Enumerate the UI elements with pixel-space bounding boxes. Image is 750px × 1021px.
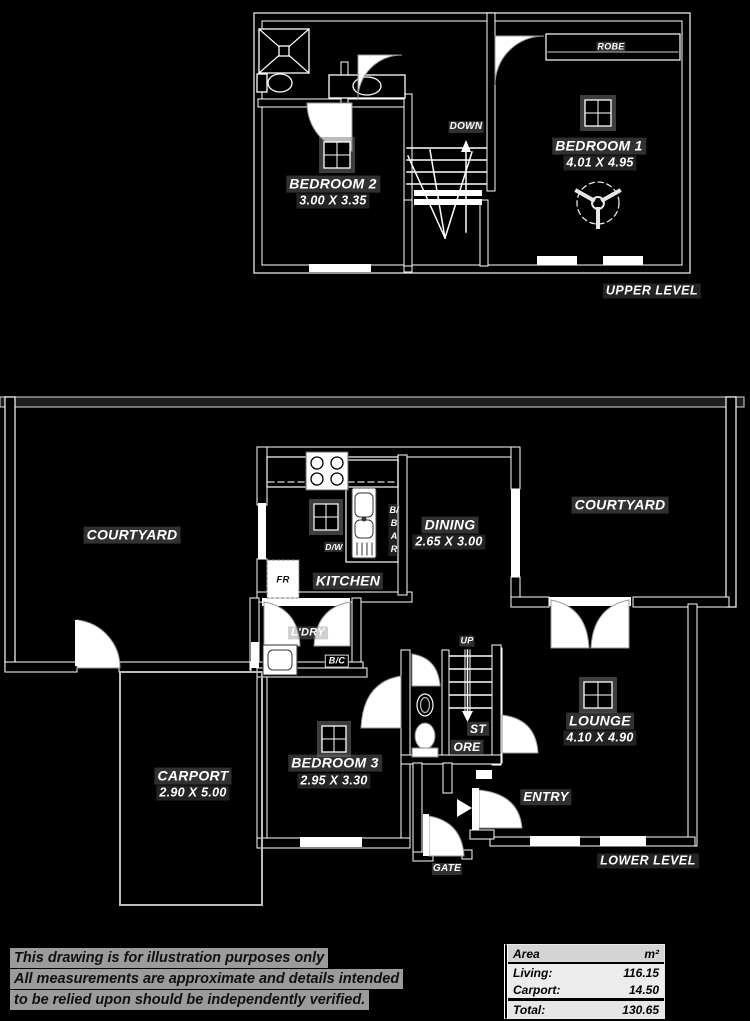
lounge-window-icon [579,677,617,713]
carport-outline [119,671,263,906]
bedroom3-window-icon [317,721,351,757]
bedroom3-door [360,675,402,729]
breakfast-bar-letter: B [390,518,398,528]
store-label-line2: ORE [450,739,484,755]
area-total-value: 130.65 [622,1002,659,1017]
lower-exterior-walls [0,396,745,671]
upper-level-plan [253,12,691,274]
bedroom1-label: BEDROOM 1 [552,137,646,155]
area-table: Area m² Living: 116.15 Carport: 14.50 To… [504,944,665,1019]
bedroom2-window-icon [319,137,355,173]
toilet-icon [256,73,293,93]
area-row-living: Living: 116.15 [508,964,664,981]
lower-level-plan [0,396,745,906]
breakfast-bar-letter: A [390,531,398,541]
lower-level-label: LOWER LEVEL [597,853,699,869]
robe [545,33,681,61]
lounge-dims: 4.10 X 4.90 [563,730,637,746]
carport-label: CARPORT [154,767,232,785]
stair-landing-window [414,190,482,196]
sink-icon [351,487,377,559]
wc-door [411,653,441,687]
door-swings-lower [75,619,539,857]
area-row-value: 14.50 [628,982,659,997]
entry-door [478,789,523,829]
fridge-box [266,559,300,599]
bedroom1-door [494,35,545,86]
courtyard-door [76,619,121,669]
laundry-label: L'DRY [288,626,328,640]
bedroom2-label: BEDROOM 2 [286,175,380,193]
bedroom3-dims: 2.95 X 3.30 [297,773,371,789]
wc-toilet-icon [411,722,439,758]
pantry-window-icon [309,499,343,535]
wc-basin-icon [416,693,434,717]
bedroom1-window-icon [580,95,616,131]
breakfast-bar-letter: B/ [389,505,399,515]
fridge-label: FR [276,574,290,586]
breakfast-bar-letter: R [390,544,398,554]
stairs-up-label: UP [459,635,475,647]
stairs-up [449,649,492,722]
dining-dims: 2.65 X 3.00 [412,534,486,550]
stairs-down [406,140,487,239]
gate-label: GATE [431,863,463,875]
area-row-carport: Carport: 14.50 [508,981,664,998]
dining-label: DINING [421,516,479,534]
area-header-label: Area [513,946,540,961]
disclaimer-line: All measurements are approximate and det… [10,969,404,990]
store-label-line1: ST [467,721,489,737]
entry-marker-icon [457,799,472,817]
area-table-body: Living: 116.15 Carport: 14.50 [508,962,664,998]
carport-dims: 2.90 X 5.00 [156,785,230,801]
lounge-label: LOUNGE [566,712,634,730]
lounge-door [501,714,539,754]
lower-windows [251,489,646,847]
upper-level-label: UPPER LEVEL [602,283,702,299]
bedroom3-label: BEDROOM 3 [288,754,382,772]
stairs-down-label: DOWN [448,121,484,133]
ceiling-fan-icon [574,181,622,229]
disclaimer-line: This drawing is for illustration purpose… [10,948,329,969]
cooktop-icon [305,451,349,491]
robe-label: ROBE [596,41,626,53]
area-row-label: Living: [513,965,553,980]
laundry-doors [262,598,351,647]
area-total-label: Total: [513,1002,546,1017]
french-doors [549,597,631,649]
area-row-value: 116.15 [623,965,659,980]
disclaimer-line: to be relied upon should be independentl… [10,990,370,1011]
dishwasher-label: D/W [324,541,344,553]
disclaimer: This drawing is for illustration purpose… [10,948,404,1011]
courtyard-left-label: COURTYARD [83,526,181,544]
area-row-total: Total: 130.65 [508,998,664,1018]
bathroom-door [357,54,403,100]
breakfast-bar-label: B/ B A R [388,504,400,556]
area-row-label: Carport: [513,982,561,997]
courtyard-right-label: COURTYARD [571,496,669,514]
kitchen-label: KITCHEN [312,572,384,590]
upper-windows [309,256,643,272]
bedroom2-dims: 3.00 X 3.35 [296,193,370,209]
built-in-cupboard-label: B/C [324,654,350,668]
area-header-unit: m² [644,946,659,961]
laundry-trough-icon [262,644,298,676]
area-table-header: Area m² [508,945,664,962]
gate-door [428,815,465,857]
stair-landing-window [414,199,482,205]
shower-icon [258,28,310,74]
entry-label: ENTRY [520,789,572,805]
vanity-icon [328,74,406,99]
bedroom1-dims: 4.01 X 4.95 [563,155,637,171]
